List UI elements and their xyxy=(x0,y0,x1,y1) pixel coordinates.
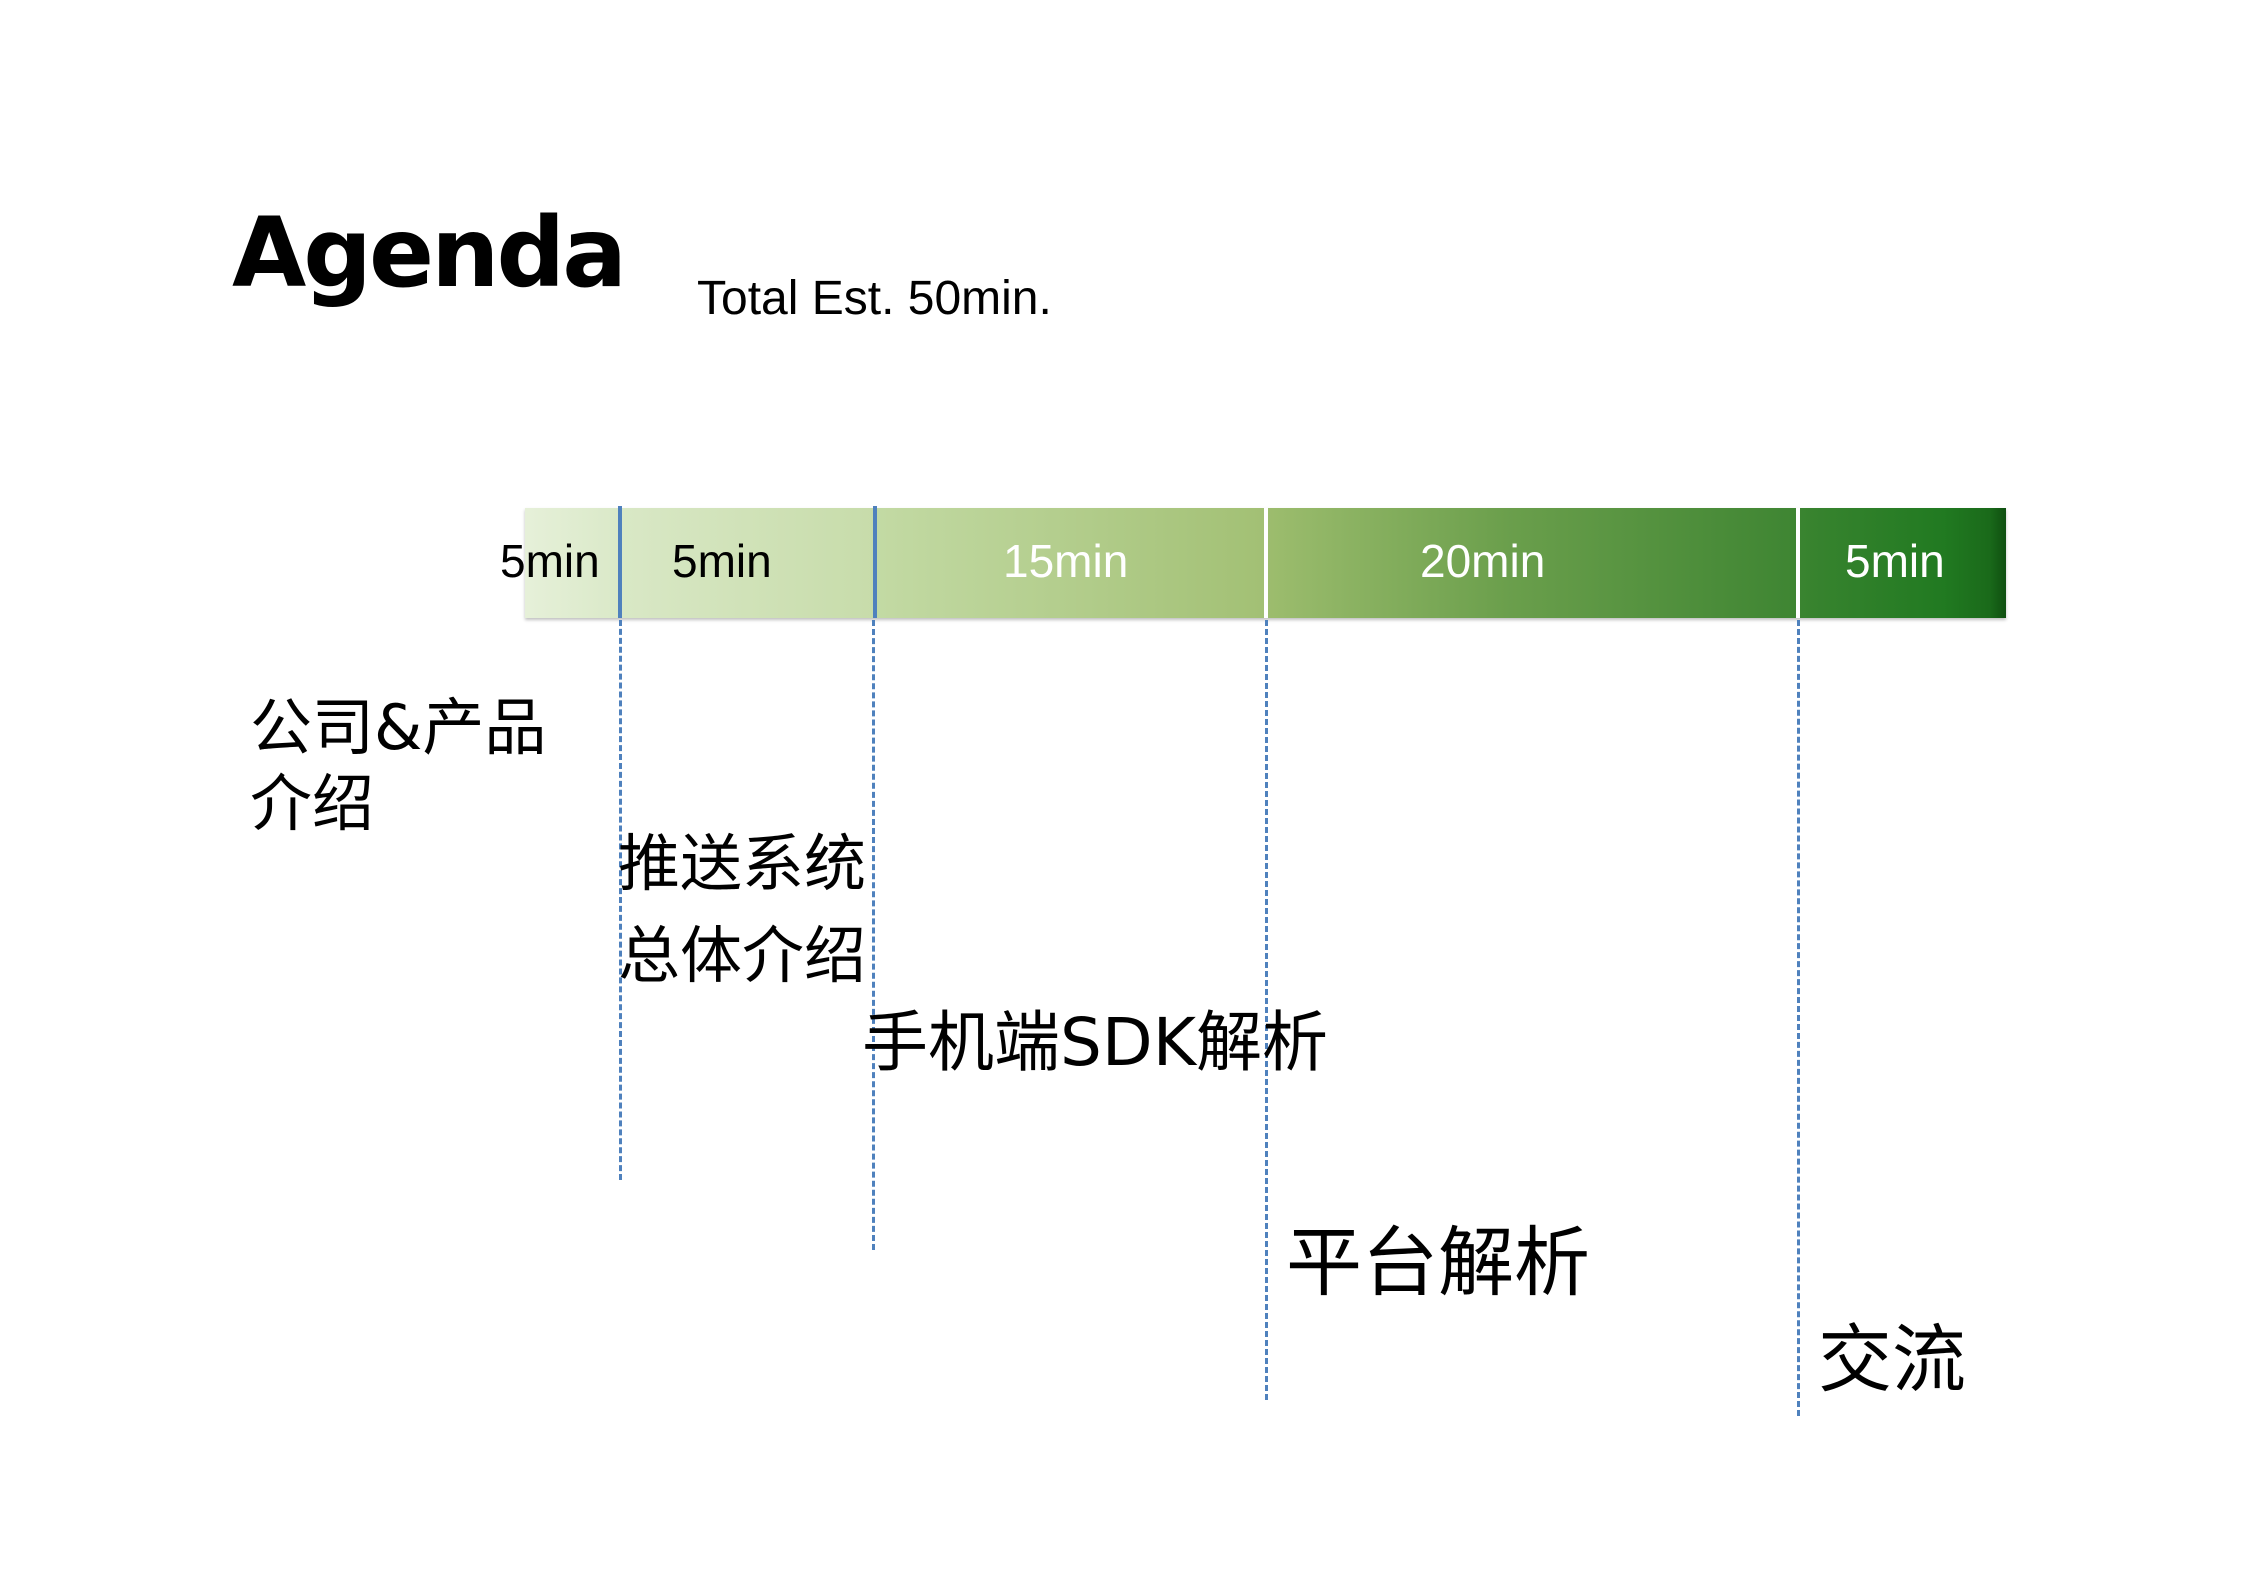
timeline-divider-2 xyxy=(873,506,877,618)
dashed-guide-1 xyxy=(619,620,622,1180)
topic-platform: 平台解析 xyxy=(1286,1208,1590,1318)
total-estimate: Total Est. 50min. xyxy=(697,272,1052,325)
dashed-guide-4 xyxy=(1797,620,1800,1416)
timeline-divider-3 xyxy=(1264,508,1268,618)
topic-4-line-1: 平台解析 xyxy=(1286,1218,1590,1307)
timeline-segment-2 xyxy=(619,508,875,618)
topic-2-line-2: 总体介绍 xyxy=(618,919,867,992)
timeline-segment-4 xyxy=(1266,508,1798,618)
topic-5-line-1: 交流 xyxy=(1818,1317,1966,1403)
topic-1-line-1: 公司&产品 xyxy=(250,691,547,764)
topic-mobile-sdk: 手机端SDK解析 xyxy=(862,998,1328,1088)
segment-3-duration: 15min xyxy=(1003,535,1129,587)
timeline-segment-3 xyxy=(875,508,1266,618)
topic-3-line-1: 手机端SDK解析 xyxy=(862,1004,1328,1081)
segment-4-duration: 20min xyxy=(1420,535,1546,587)
timeline-segment-1 xyxy=(525,508,619,618)
slide-title: Agenda xyxy=(232,197,627,309)
segment-1-duration: 5min xyxy=(500,535,600,587)
topic-push-system: 推送系统 总体介绍 xyxy=(618,818,866,1002)
timeline-bar: 5min 5min 15min 20min 5min xyxy=(500,506,2006,618)
timeline-divider-4 xyxy=(1796,508,1800,618)
timeline-segment-5 xyxy=(1798,508,2006,618)
segment-5-duration: 5min xyxy=(1845,535,1945,587)
dashed-guide-2 xyxy=(872,620,875,1250)
segment-2-duration: 5min xyxy=(672,535,772,587)
dashed-guide-3 xyxy=(1265,620,1268,1400)
topic-discussion: 交流 xyxy=(1818,1310,1966,1410)
timeline-divider-1 xyxy=(618,506,622,618)
topic-2-line-1: 推送系统 xyxy=(618,827,867,900)
topic-company-product: 公司&产品 介绍 xyxy=(250,690,546,842)
topic-1-line-2: 介绍 xyxy=(250,767,375,840)
